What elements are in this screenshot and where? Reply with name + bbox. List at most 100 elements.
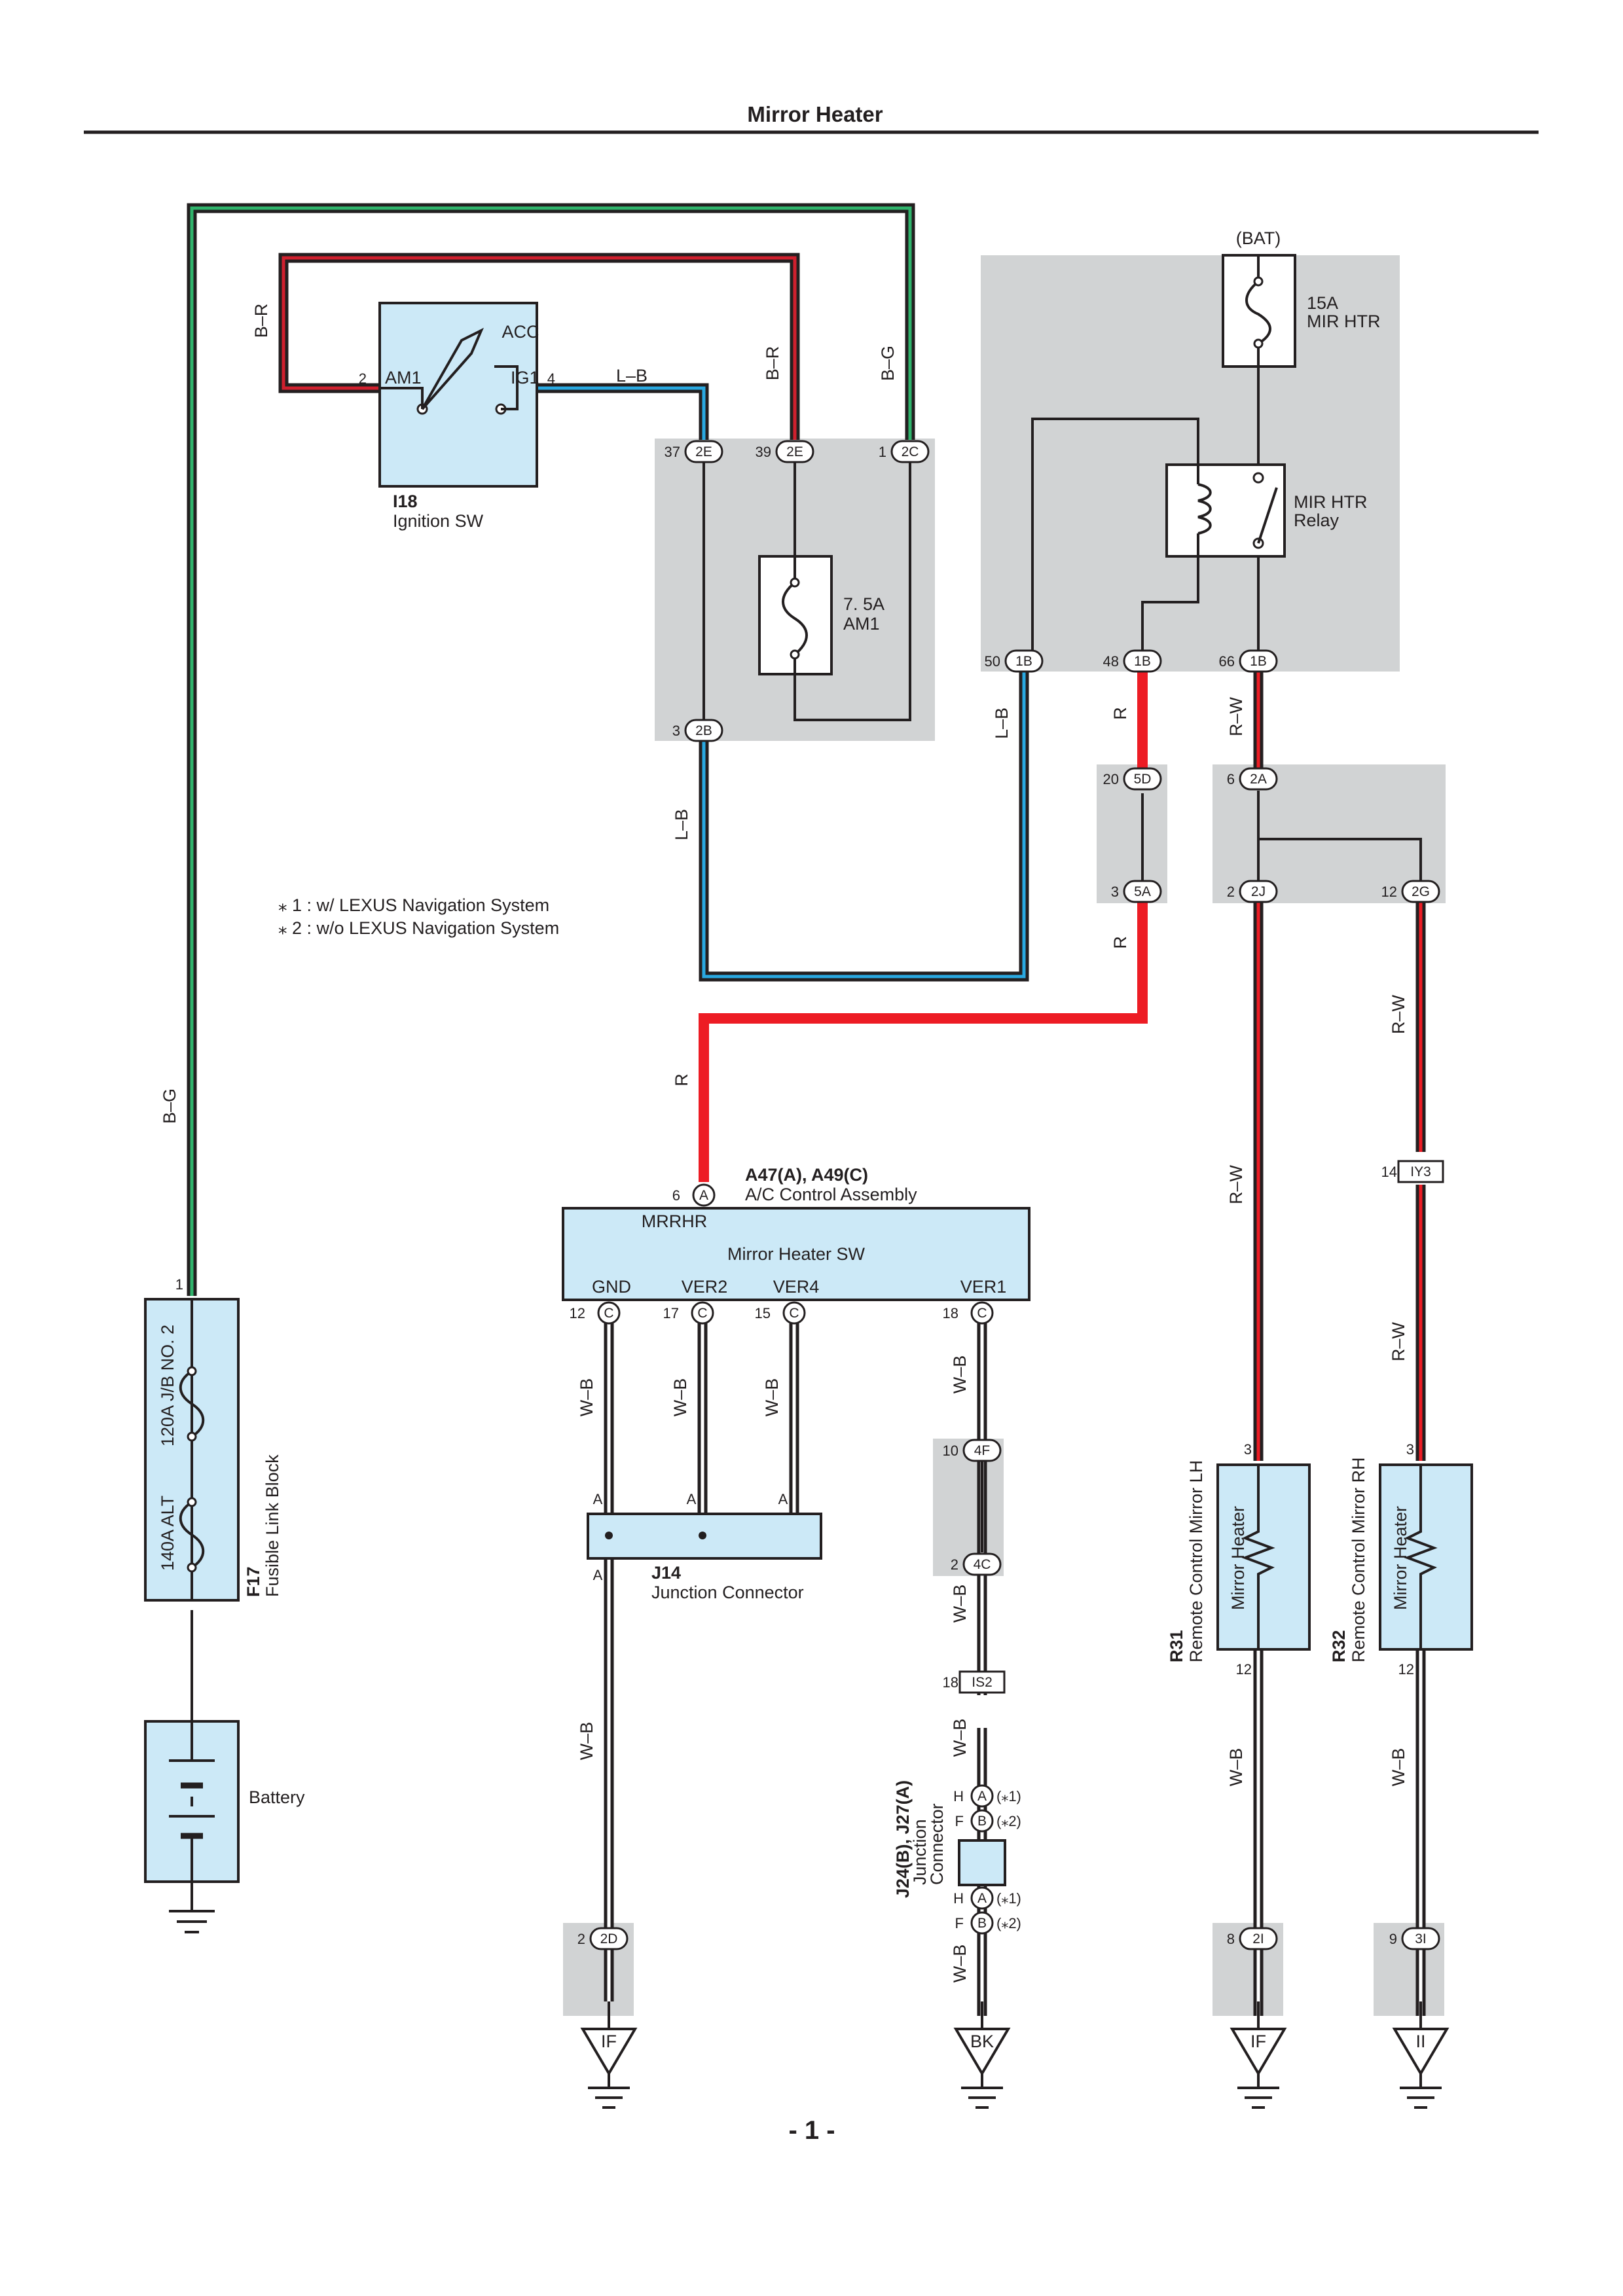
ground-icon: [169, 1910, 215, 1933]
j24-name: Junction: [910, 1819, 930, 1885]
relay-name-2: Relay: [1294, 511, 1340, 530]
wire-b-r: [278, 253, 800, 440]
connector-note: (⁎1): [996, 1890, 1021, 1907]
connector-id: B: [977, 1916, 987, 1931]
connector-pin: 48: [1103, 653, 1119, 670]
wire-l-b-loop: [699, 670, 1029, 982]
connector-a: AH(⁎1): [953, 1886, 1021, 1910]
connector-pin: 14: [1381, 1164, 1397, 1180]
connector-id: 5A: [1134, 884, 1151, 899]
connector-a: A6: [672, 1183, 716, 1207]
connector-pin: 12: [570, 1305, 585, 1321]
connector-id: A: [977, 1891, 987, 1906]
ignition-sw-name: Ignition SW: [393, 511, 484, 531]
ignition-sw-id: I18: [393, 492, 418, 511]
wire-color-label: B–R: [763, 346, 782, 381]
connector-pin: 50: [985, 653, 1000, 670]
connector-pin: 8: [1227, 1931, 1235, 1947]
connector-pin: 20: [1103, 771, 1119, 787]
connector-id: 2C: [902, 444, 919, 459]
connector-id: 4F: [974, 1443, 991, 1458]
ac-control-name: A/C Control Assembly: [745, 1185, 917, 1204]
connector-c: C15: [755, 1301, 806, 1325]
wire-color-label: W–B: [950, 1945, 970, 1983]
wire-color-label: L–B: [616, 366, 647, 386]
fusible-link-id: F17: [244, 1566, 263, 1597]
connector-pin: H: [953, 1788, 964, 1804]
connector-pin: 12: [1381, 884, 1397, 900]
connector-b: BF(⁎2): [955, 1809, 1021, 1833]
connector-id: C: [697, 1306, 707, 1321]
connector-id: 4C: [974, 1557, 991, 1572]
wire-l-b-ig: [517, 383, 709, 440]
ground-id: IF: [601, 2032, 617, 2051]
pin-3: 3: [1406, 1441, 1414, 1458]
terminal-ver1: VER1: [960, 1277, 1007, 1297]
connector-id: 2E: [786, 444, 803, 459]
connector-2a: 2A6: [1227, 767, 1278, 791]
connector-2j: 2J2: [1227, 880, 1278, 903]
connector-id: A: [699, 1188, 708, 1203]
ground-icon: BK: [953, 2001, 1011, 2109]
mirror-rh-id: R32: [1329, 1630, 1349, 1662]
fuse-140a-label: 140A ALT: [158, 1496, 177, 1571]
mir-htr-fuse: (BAT) 15A MIR HTR: [1222, 228, 1380, 368]
connector-a: AH(⁎1): [953, 1784, 1021, 1808]
connector-pin: 18: [943, 1305, 958, 1321]
connector-2b: 2B3: [672, 719, 723, 742]
heater-element-icon: [1241, 1465, 1275, 1649]
connector-2d: 2D2: [577, 1927, 629, 1950]
pin-12: 12: [1236, 1661, 1252, 1677]
j24-junction-connector: J24(B), J27(A) Junction Connector: [893, 1780, 1006, 1898]
am1-fuse-name: AM1: [843, 614, 880, 634]
remote-control-mirror-lh: 3 12 Mirror Heater R31 Remote Control Mi…: [1167, 1441, 1311, 1677]
terminal-mrrhr: MRRHR: [642, 1211, 708, 1231]
wire-color-label: W–B: [762, 1378, 782, 1417]
am1-fuse: 7. 5A AM1: [758, 555, 884, 675]
fuse-120a-label: 120A J/B NO. 2: [158, 1325, 177, 1446]
fusible-link-name: Fusible Link Block: [263, 1454, 282, 1597]
pin-3: 3: [1244, 1441, 1252, 1458]
connector-pin: 17: [663, 1305, 679, 1321]
remote-control-mirror-rh: 3 12 Mirror Heater R32 Remote Control Mi…: [1329, 1441, 1473, 1677]
ignition-switch: ACC AM1 IG1 2 4 I18 Ignition SW: [359, 302, 555, 531]
wire-color-label: R: [1110, 707, 1130, 720]
pin-a: A: [778, 1491, 788, 1507]
wire-color-label: W–B: [950, 1355, 970, 1394]
ground-icon: IF: [580, 2001, 638, 2109]
connector-c: C 17: [663, 1301, 714, 1325]
ground-id: II: [1415, 2032, 1425, 2051]
mirror-lh-name: Remote Control Mirror LH: [1186, 1460, 1206, 1662]
connector-id: A: [977, 1789, 987, 1804]
heater-element-icon: [1404, 1465, 1438, 1649]
page-number: - 1 -: [788, 2116, 835, 2145]
wire-color-label: W–B: [1389, 1748, 1408, 1787]
wire-color-label: B–G: [160, 1088, 179, 1124]
wire-color-label: W–B: [670, 1378, 690, 1417]
mir-htr-fuse-rating: 15A: [1307, 293, 1338, 313]
wire-color-label: R–W: [1226, 696, 1246, 736]
battery-label: Battery: [249, 1787, 305, 1807]
grounds: IF BK IF II: [580, 2001, 1450, 2109]
ground-icon: IF: [1230, 2001, 1287, 2109]
note-2: ⁎ 2 : w/o LEXUS Navigation System: [278, 918, 559, 938]
fuse-icon: [1245, 255, 1271, 367]
connector-id: C: [604, 1306, 613, 1321]
fuse-icon: [179, 1370, 205, 1438]
connector-pin: F: [955, 1915, 964, 1931]
j14-junction-connector: A A A A J14 Junction Connector: [587, 1491, 822, 1602]
pin-4: 4: [547, 370, 555, 387]
wire-color-label: W–B: [950, 1585, 970, 1623]
connector-pin: 6: [1227, 771, 1235, 787]
pin-12: 12: [1398, 1661, 1414, 1677]
pin-a: A: [593, 1491, 603, 1507]
am1-fuse-rating: 7. 5A: [843, 594, 884, 614]
pin-2: 2: [359, 370, 367, 387]
wire-color-label: B–G: [878, 346, 898, 381]
relay-name: MIR HTR: [1294, 492, 1367, 512]
